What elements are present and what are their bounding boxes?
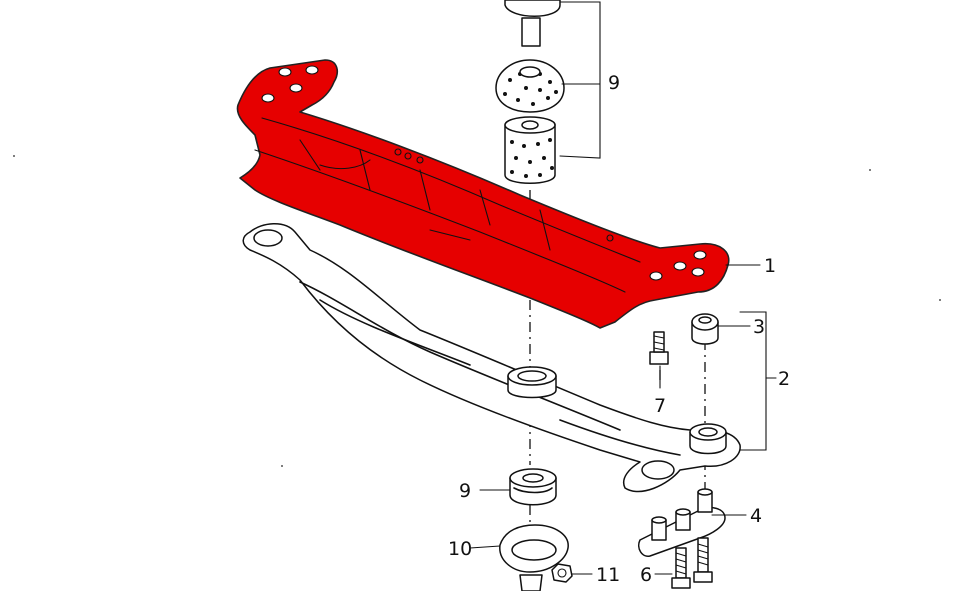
callout-10: 10	[448, 538, 472, 560]
callout-1: 1	[764, 255, 776, 277]
callout-6: 6	[640, 564, 652, 586]
callout-leaders	[469, 1, 777, 575]
callout-labels: 9 1 3 2 7 9 4 10 11 6	[448, 72, 790, 586]
callout-7: 7	[654, 395, 666, 417]
bolt	[649, 331, 669, 365]
callout-9-upper: 9	[608, 72, 620, 94]
rubber-bushing	[691, 313, 719, 345]
crossmember-cover-highlighted	[236, 59, 730, 329]
upper-mount-stack	[495, 0, 565, 184]
lower-rubber-mount	[509, 468, 557, 506]
subframe-crossmember	[242, 223, 741, 493]
callout-4: 4	[750, 505, 762, 527]
callout-9-lower: 9	[459, 480, 471, 502]
mounting-bracket	[638, 488, 726, 557]
callout-11: 11	[596, 564, 620, 586]
subframe-rear-bushing	[689, 423, 727, 455]
nut	[551, 563, 573, 583]
lower-mount-plate	[499, 524, 569, 591]
scan-specks	[13, 155, 941, 467]
callout-3: 3	[753, 316, 765, 338]
screws	[671, 537, 713, 589]
callout-2: 2	[778, 368, 790, 390]
subframe-center-bushing	[507, 366, 557, 399]
